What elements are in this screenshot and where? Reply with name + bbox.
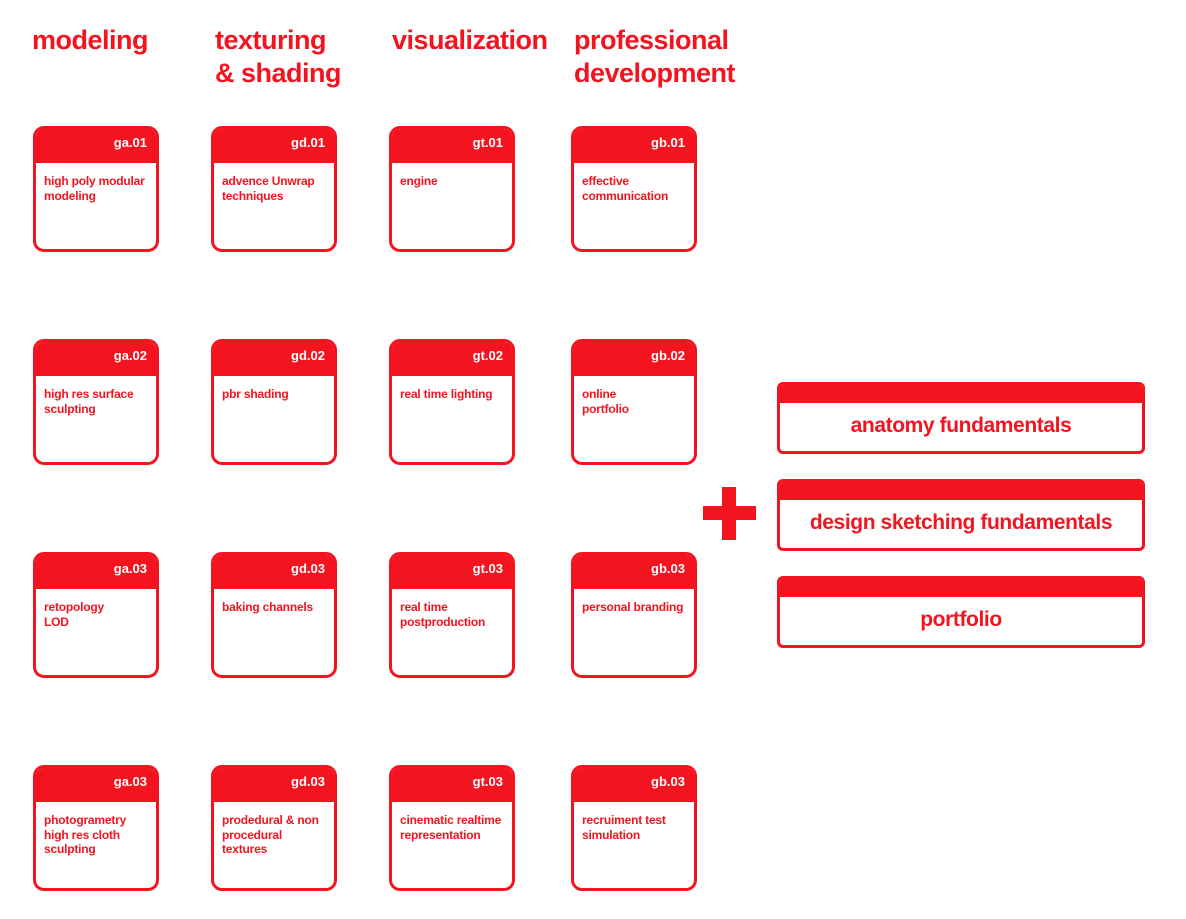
course-card: gb.03 recruiment test simulation xyxy=(571,765,697,891)
extra-course-anatomy: anatomy fundamentals xyxy=(777,382,1145,454)
extra-course-header-bar xyxy=(780,482,1142,500)
extra-course-portfolio: portfolio xyxy=(777,576,1145,648)
course-code: gb.03 xyxy=(574,768,694,802)
course-title: high poly modular modeling xyxy=(44,174,145,203)
course-code: gd.03 xyxy=(214,768,334,802)
course-card: gd.03 prodedural & non procedural textur… xyxy=(211,765,337,891)
course-title: baking channels xyxy=(222,600,314,614)
course-title: real time lighting xyxy=(400,387,493,401)
course-card: gb.01 effective communication xyxy=(571,126,697,252)
course-card: gb.02 online portfolio xyxy=(571,339,697,465)
course-title: real time postproduction xyxy=(400,600,486,629)
course-code: ga.01 xyxy=(36,129,156,163)
extra-course-header-bar xyxy=(780,385,1142,403)
extra-course-label: portfolio xyxy=(920,608,1002,631)
course-code: ga.02 xyxy=(36,342,156,376)
course-title: engine xyxy=(400,174,438,188)
extra-course-label: design sketching fundamentals xyxy=(809,511,1113,534)
course-card: gt.01 engine xyxy=(389,126,515,252)
course-code: gb.02 xyxy=(574,342,694,376)
course-card: gt.02 real time lighting xyxy=(389,339,515,465)
course-title: prodedural & non procedural textures xyxy=(222,813,319,856)
course-code: gt.03 xyxy=(392,768,512,802)
extra-course-header-bar xyxy=(780,579,1142,597)
course-code: gt.02 xyxy=(392,342,512,376)
course-code: gd.01 xyxy=(214,129,334,163)
course-code: gb.03 xyxy=(574,555,694,589)
column-title-texturing-shading: texturing & shading xyxy=(215,25,342,88)
course-card: ga.01 high poly modular modeling xyxy=(33,126,159,252)
course-code: ga.03 xyxy=(36,768,156,802)
course-title: recruiment test simulation xyxy=(582,813,666,842)
course-title: advence Unwrap techniques xyxy=(222,174,315,203)
course-card: ga.02 high res surface sculpting xyxy=(33,339,159,465)
course-card: gd.01 advence Unwrap techniques xyxy=(211,126,337,252)
course-title: effective communication xyxy=(582,174,669,203)
course-code: gt.01 xyxy=(392,129,512,163)
course-title: photogrametry high res cloth sculpting xyxy=(44,813,127,856)
course-title: pbr shading xyxy=(222,387,289,401)
extra-course-label: anatomy fundamentals xyxy=(850,414,1072,437)
course-title: high res surface sculpting xyxy=(44,387,134,416)
course-title: cinematic realtime representation xyxy=(400,813,502,842)
course-card: gb.03 personal branding xyxy=(571,552,697,678)
plus-icon xyxy=(703,487,756,540)
course-card: gd.03 baking channels xyxy=(211,552,337,678)
course-card: gd.02 pbr shading xyxy=(211,339,337,465)
column-title-professional-development: professional development xyxy=(574,25,736,88)
course-code: ga.03 xyxy=(36,555,156,589)
extra-course-design-sketching: design sketching fundamentals xyxy=(777,479,1145,551)
course-title: personal branding xyxy=(582,600,684,614)
course-card: ga.03 retopology LOD xyxy=(33,552,159,678)
course-title: retopology LOD xyxy=(44,600,104,629)
course-card: ga.03 photogrametry high res cloth sculp… xyxy=(33,765,159,891)
course-title: online portfolio xyxy=(582,387,629,416)
course-code: gb.01 xyxy=(574,129,694,163)
course-card: gt.03 cinematic realtime representation xyxy=(389,765,515,891)
column-title-visualization: visualization xyxy=(392,25,548,55)
course-code: gt.03 xyxy=(392,555,512,589)
course-code: gd.02 xyxy=(214,342,334,376)
course-code: gd.03 xyxy=(214,555,334,589)
column-title-modeling: modeling xyxy=(32,25,149,55)
course-card: gt.03 real time postproduction xyxy=(389,552,515,678)
